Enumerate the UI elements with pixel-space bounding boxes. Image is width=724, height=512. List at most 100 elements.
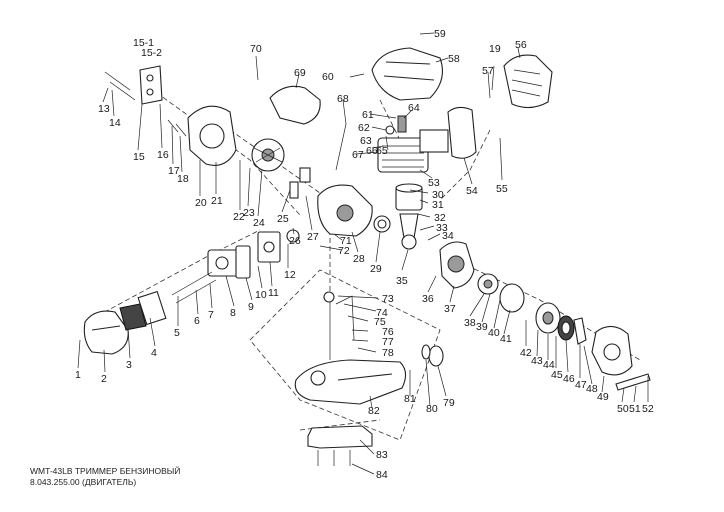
part-insulator xyxy=(257,231,281,263)
label-50: 50 xyxy=(617,403,629,415)
label-35: 35 xyxy=(396,275,408,287)
part-starter-hose xyxy=(269,85,321,125)
part-screws-13-14 xyxy=(104,71,136,101)
part-flywheel xyxy=(251,138,285,172)
part-muffler-cover xyxy=(503,54,553,109)
label-36: 36 xyxy=(422,293,434,305)
label-52: 52 xyxy=(642,403,654,415)
label-38: 38 xyxy=(464,317,476,329)
part-fuel-cap xyxy=(421,344,444,367)
label-26: 26 xyxy=(289,235,301,247)
label-31: 31 xyxy=(432,199,444,211)
label-81: 81 xyxy=(404,393,416,405)
label-51: 51 xyxy=(629,403,641,415)
part-handle-bracket xyxy=(615,373,651,391)
part-bearing-29 xyxy=(373,215,391,233)
label-20: 20 xyxy=(195,197,207,209)
label-16: 16 xyxy=(157,149,169,161)
label-64: 64 xyxy=(408,102,420,114)
label-53: 53 xyxy=(428,177,440,189)
label-84: 84 xyxy=(376,469,388,481)
label-15-1: 15-1 xyxy=(133,37,154,49)
label-15-2: 15-2 xyxy=(141,47,162,59)
label-29: 29 xyxy=(370,263,382,275)
caption-subtitle: 8.043.255.00 (ДВИГАТЕЛЬ) xyxy=(30,477,137,487)
label-79: 79 xyxy=(443,397,455,409)
label-24: 24 xyxy=(253,217,265,229)
label-74: 74 xyxy=(376,307,388,319)
part-clutch-drum-ring xyxy=(499,283,525,313)
label-83: 83 xyxy=(376,449,388,461)
part-screws-16-18 xyxy=(167,119,187,137)
label-61: 61 xyxy=(362,109,374,121)
label-19: 19 xyxy=(489,43,501,55)
label-73: 73 xyxy=(382,293,394,305)
part-clutch-44 xyxy=(535,302,561,334)
label-77: 77 xyxy=(382,336,394,348)
label-62: 62 xyxy=(358,122,370,134)
label-70: 70 xyxy=(250,43,262,55)
label-25: 25 xyxy=(277,213,289,225)
part-pulley-47 xyxy=(573,317,587,345)
part-muffler xyxy=(419,106,477,159)
label-48: 48 xyxy=(586,383,598,395)
part-air-filter-base xyxy=(137,290,167,326)
part-cylinder xyxy=(377,137,429,173)
label-44: 44 xyxy=(543,359,555,371)
label-80: 80 xyxy=(426,403,438,415)
part-labels: 1 2 3 4 5 6 7 8 9 10 11 12 13 14 15 15-1… xyxy=(75,28,654,481)
label-39: 39 xyxy=(476,321,488,333)
label-34: 34 xyxy=(442,230,454,242)
label-56: 56 xyxy=(515,39,527,51)
label-9: 9 xyxy=(248,301,254,313)
part-clutch-plate xyxy=(477,273,499,295)
label-4: 4 xyxy=(151,347,157,359)
label-11: 11 xyxy=(268,287,279,299)
part-bracket-15 xyxy=(139,65,163,105)
label-54: 54 xyxy=(466,185,478,197)
part-starter-housing xyxy=(591,325,633,376)
label-75: 75 xyxy=(374,316,386,328)
part-tank-bracket xyxy=(307,425,373,449)
part-cylinder-cover xyxy=(371,47,443,101)
part-long-screws xyxy=(171,271,217,304)
label-72: 72 xyxy=(338,245,350,257)
label-57: 57 xyxy=(482,65,494,77)
part-spring-46 xyxy=(557,315,575,341)
label-15: 15 xyxy=(133,151,145,163)
part-bolts-84 xyxy=(317,450,351,466)
label-1: 1 xyxy=(75,369,81,381)
label-41: 41 xyxy=(500,333,512,345)
label-13: 13 xyxy=(98,103,110,115)
part-air-filter-sponge xyxy=(119,303,147,331)
label-32: 32 xyxy=(434,212,446,224)
label-42: 42 xyxy=(520,347,532,359)
label-30: 30 xyxy=(432,189,444,201)
part-air-filter-cover xyxy=(83,310,129,355)
part-crankcase-half-37 xyxy=(439,241,475,289)
label-82: 82 xyxy=(368,405,380,417)
label-17: 17 xyxy=(168,165,180,177)
label-12: 12 xyxy=(284,269,296,281)
label-66: 66 xyxy=(366,145,378,157)
label-65: 65 xyxy=(376,145,388,157)
label-22: 22 xyxy=(233,211,245,223)
part-carburetor xyxy=(207,245,251,279)
label-76: 76 xyxy=(382,326,394,338)
part-recoil-cover-left xyxy=(187,105,237,166)
label-47: 47 xyxy=(575,379,587,391)
label-67: 67 xyxy=(352,149,364,161)
label-43: 43 xyxy=(531,355,543,367)
label-5: 5 xyxy=(174,327,180,339)
label-46: 46 xyxy=(563,373,575,385)
label-55: 55 xyxy=(496,183,508,195)
label-49: 49 xyxy=(597,391,609,403)
label-23: 23 xyxy=(243,207,255,219)
label-2: 2 xyxy=(101,373,107,385)
label-40: 40 xyxy=(488,327,500,339)
part-fuel-pipe xyxy=(323,291,355,360)
label-10: 10 xyxy=(255,289,267,301)
part-connecting-rod xyxy=(399,213,419,250)
label-18: 18 xyxy=(177,173,189,185)
